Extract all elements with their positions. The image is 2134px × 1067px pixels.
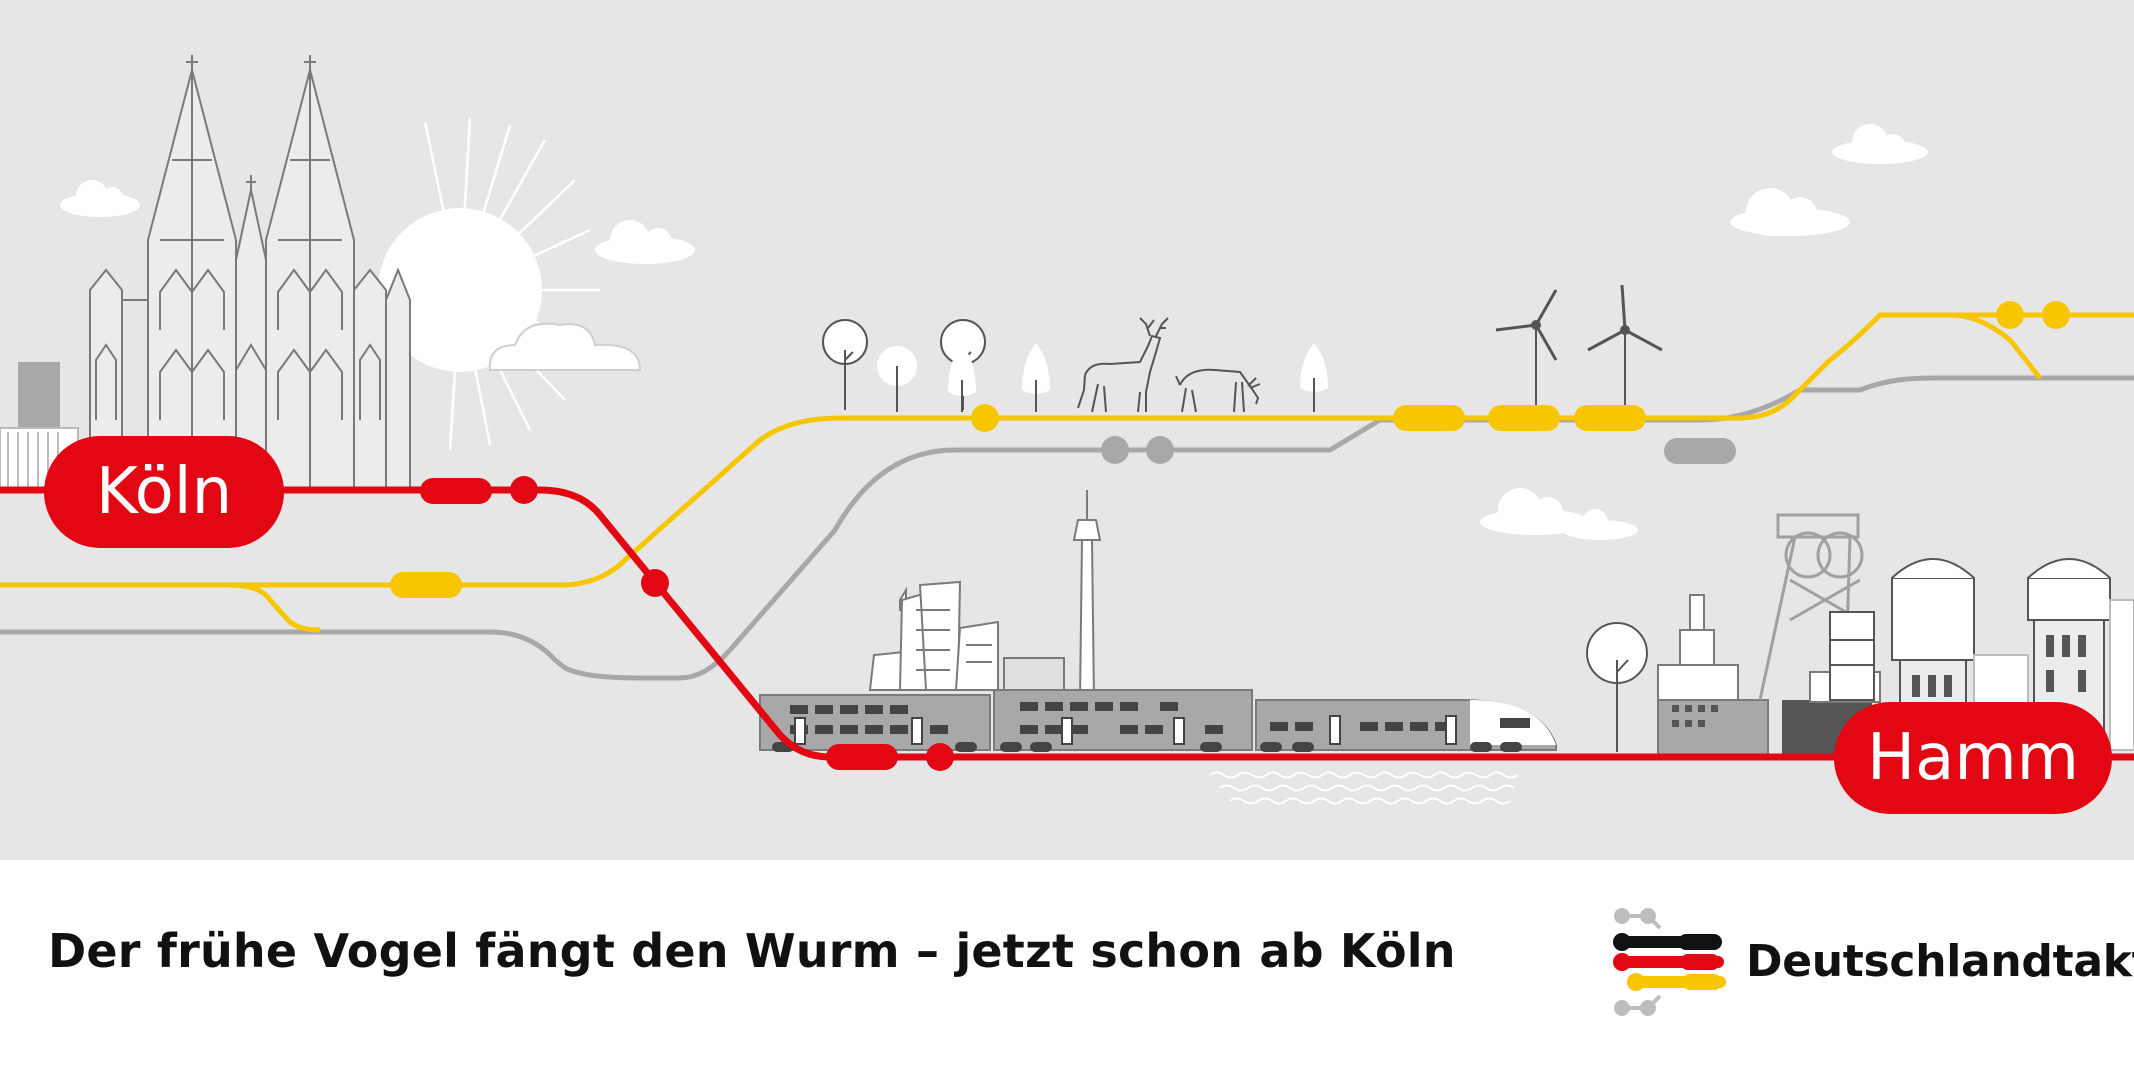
river-icon	[1209, 771, 1519, 805]
network-illustration	[0, 0, 2134, 860]
cloud-icon	[1730, 188, 1850, 236]
cathedral-icon	[0, 55, 411, 489]
deutschlandtakt-logo-icon	[1613, 908, 1726, 1016]
tree-icon	[1022, 343, 1050, 412]
tree-icon	[1586, 622, 1648, 752]
tree-icon	[1300, 343, 1328, 412]
tv-tower-icon	[1072, 490, 1102, 701]
cloud-icon	[595, 220, 695, 264]
train-icon	[759, 689, 1557, 752]
deer-icon	[1077, 317, 1169, 413]
stop-markers	[390, 301, 2070, 771]
cloud-icon	[60, 180, 140, 217]
brand-logo: Deutschlandtakt	[1608, 902, 2134, 1022]
yellow-route-line	[0, 312, 2134, 633]
brand-name: Deutschlandtakt	[1746, 936, 2134, 987]
wind-turbine-icon	[1495, 289, 1558, 410]
cloud-icon	[1480, 488, 1638, 540]
cloud-icon	[488, 322, 642, 371]
cloud-icon	[1832, 124, 1928, 164]
tree-icon	[948, 345, 976, 412]
deer-icon	[1175, 368, 1261, 413]
tree-icon	[822, 319, 868, 410]
red-route-line	[0, 486, 2134, 761]
building-icon	[1657, 594, 1769, 756]
station-hamm: Hamm	[1834, 702, 2112, 814]
station-koeln: Köln	[44, 436, 284, 548]
wind-turbine-icon	[1587, 284, 1663, 410]
tree-icon	[877, 346, 917, 412]
building-icon	[1829, 611, 1875, 701]
tagline: Der frühe Vogel fängt den Wurm – jetzt s…	[48, 924, 1456, 978]
station-koeln-label: Köln	[95, 455, 233, 529]
skyline-icon	[868, 580, 1065, 691]
station-hamm-label: Hamm	[1866, 721, 2080, 795]
footer: Der frühe Vogel fängt den Wurm – jetzt s…	[0, 860, 2134, 1067]
